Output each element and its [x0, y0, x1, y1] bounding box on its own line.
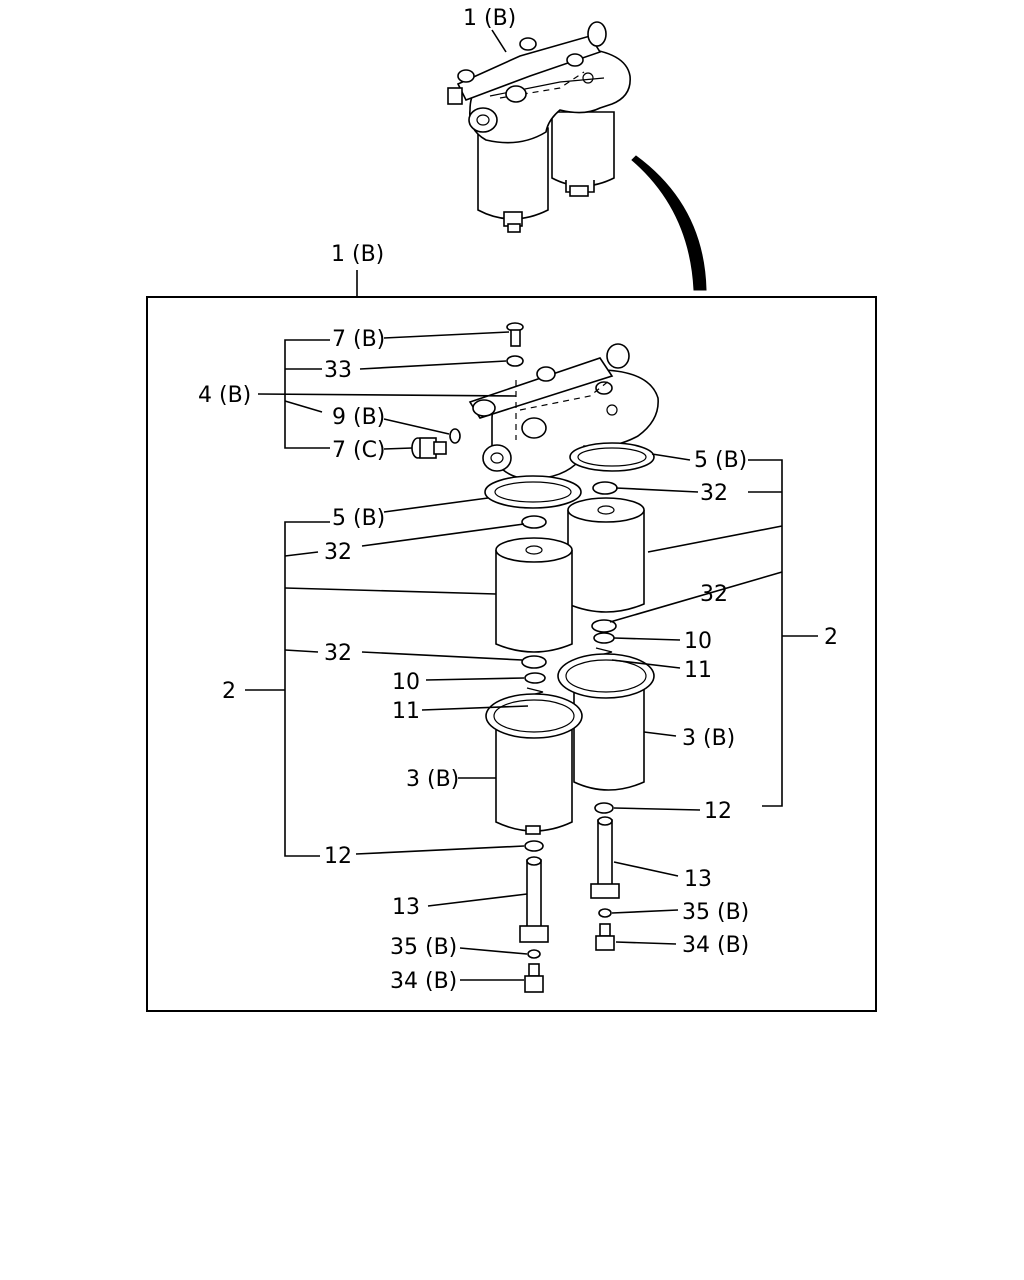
top-assembly-illustration: [447, 21, 631, 233]
bolt-13-left: [519, 856, 549, 943]
plug-34b-left: [524, 963, 544, 993]
label-washer-10-left: 10: [392, 670, 420, 695]
label-bolt-13-left: 13: [392, 895, 420, 920]
label-washer-10-right: 10: [684, 629, 712, 654]
bolt-7c: [411, 437, 447, 459]
label-plug-34b-left: 34 (B): [390, 969, 457, 994]
label-washer-9b: 9 (B): [332, 405, 385, 430]
oring-12-right: [594, 802, 614, 814]
label-gasket-5b-left: 5 (B): [332, 506, 385, 531]
label-washer-33: 33: [324, 358, 352, 383]
label-oring-32-right-bottom: 32: [700, 582, 728, 607]
label-top-assembly: 1 (B): [463, 6, 516, 31]
bolt-13-right: [590, 816, 620, 899]
detail-frame: [146, 296, 877, 1012]
bolt-7b: [506, 322, 524, 347]
filter-element-left: [495, 537, 573, 653]
label-oring-32-left-bottom: 32: [324, 641, 352, 666]
label-plug-34b-right: 34 (B): [682, 933, 749, 958]
washer-10-right: [593, 632, 615, 644]
label-group-2-left: 2: [222, 679, 236, 704]
washer-9b: [449, 428, 461, 444]
oring-32-left-bottom: [521, 655, 547, 669]
label-case-3b-left: 3 (B): [406, 767, 459, 792]
leader-top-assembly: [491, 29, 507, 53]
gasket-5b-left: [484, 475, 582, 509]
oring-32-right-bottom: [591, 619, 617, 633]
label-frame-title: 1 (B): [331, 242, 384, 267]
label-washer-35b-right: 35 (B): [682, 900, 749, 925]
label-group-2-right: 2: [824, 625, 838, 650]
washer-35b-left: [527, 949, 541, 959]
label-bolt-7b: 7 (B): [332, 327, 385, 352]
gasket-5b-right: [569, 442, 655, 472]
label-case-3b-right: 3 (B): [682, 726, 735, 751]
label-spring-11-left: 11: [392, 699, 420, 724]
arrow-connector: [631, 155, 707, 291]
label-oring-12-left: 12: [324, 844, 352, 869]
plug-34b-right: [595, 923, 615, 951]
label-plug-4b: 4 (B): [198, 383, 251, 408]
leader-lines: [245, 331, 818, 981]
label-washer-35b-left: 35 (B): [390, 935, 457, 960]
washer-10-left: [524, 672, 546, 684]
oring-32-right-top: [592, 481, 618, 495]
oring-12-left: [524, 840, 544, 852]
washer-33: [506, 355, 524, 367]
label-bolt-7c: 7 (C): [332, 438, 386, 463]
filter-element-right: [567, 497, 645, 613]
label-bolt-13-right: 13: [684, 867, 712, 892]
label-oring-32-right-top: 32: [700, 481, 728, 506]
oring-32-left-top: [521, 515, 547, 529]
washer-35b-right: [598, 908, 612, 918]
case-3b-left: [485, 693, 583, 835]
label-gasket-5b-right: 5 (B): [694, 448, 747, 473]
label-spring-11-right: 11: [684, 658, 712, 683]
case-3b-right: [557, 653, 655, 791]
label-oring-32-left-top: 32: [324, 540, 352, 565]
label-oring-12-right: 12: [704, 799, 732, 824]
